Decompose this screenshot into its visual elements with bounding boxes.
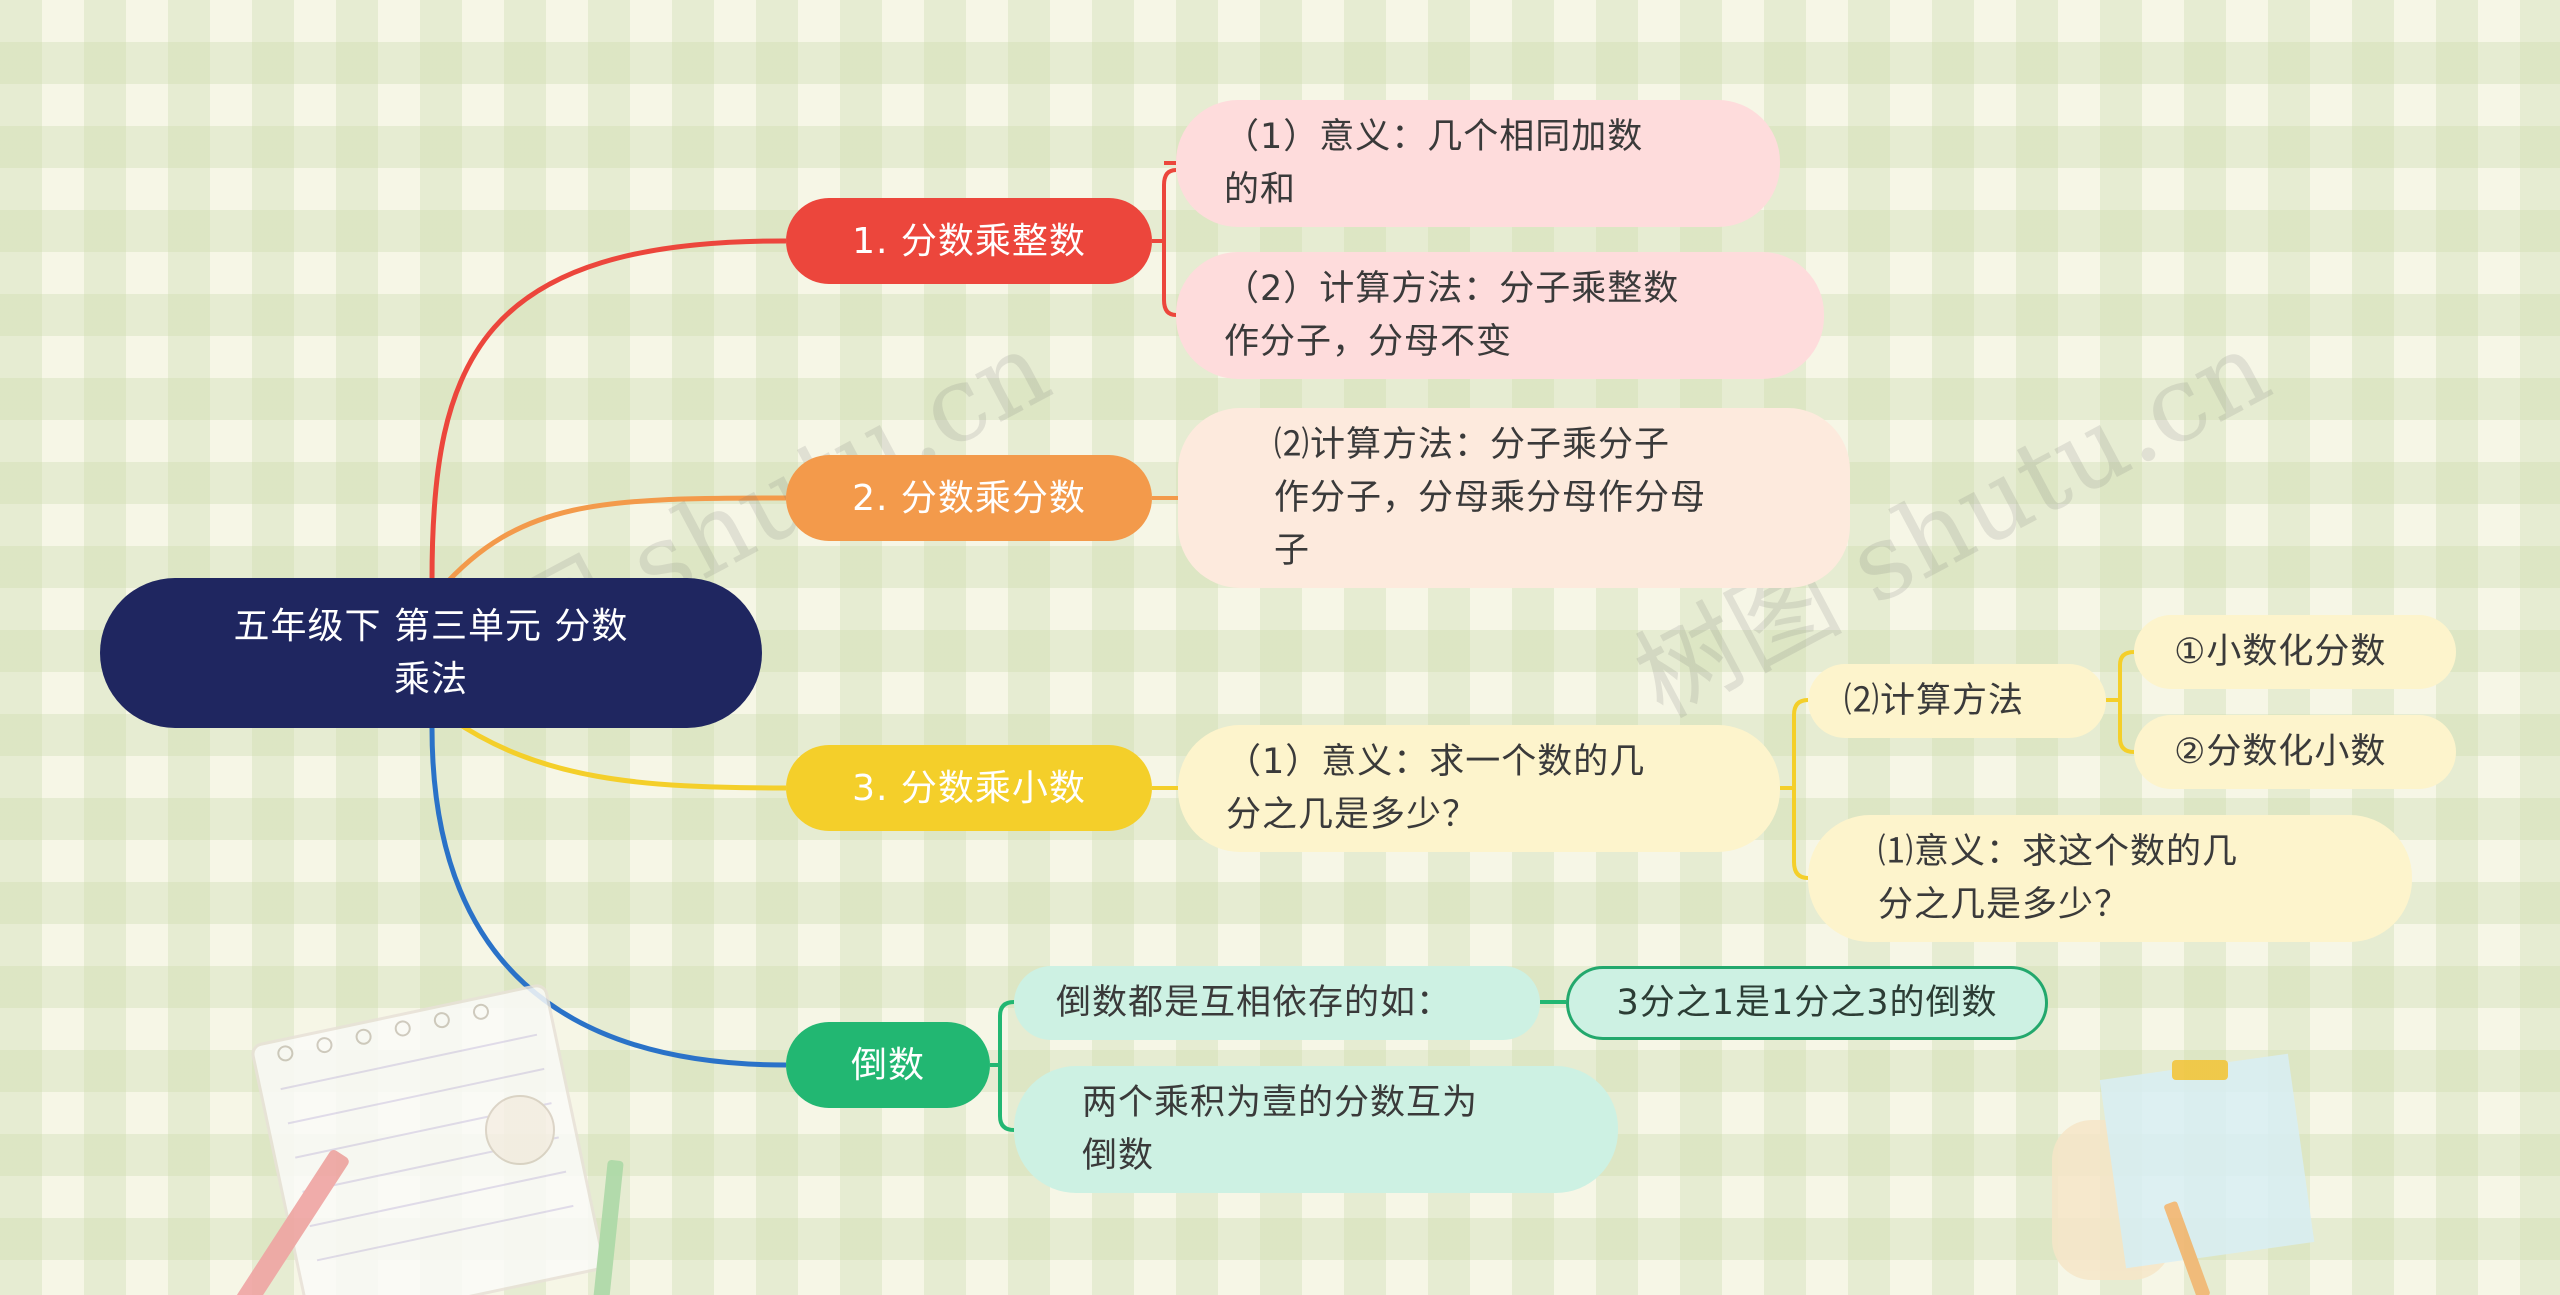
connector-root-branch3: [448, 715, 787, 791]
node-line: 的和: [1224, 169, 1297, 210]
node-line: （1）意义：几个相同加数: [1224, 116, 1644, 157]
connector-b3-bracket: [1780, 698, 1809, 880]
branch-label: 2. 分数乘分数: [852, 477, 1086, 519]
node-integer-method[interactable]: （2）计算方法：分子乘整数 作分子，分母不变: [1176, 252, 1824, 379]
node-line: 作分子，分母不变: [1224, 321, 1513, 362]
node-line: ⑵计算方法：分子乘分子: [1274, 424, 1671, 465]
node-line: 两个乘积为壹的分数互为: [1082, 1082, 1479, 1123]
node-reciprocal-definition[interactable]: 两个乘积为壹的分数互为 倒数: [1014, 1066, 1618, 1193]
connector-b4-bracket: [990, 1000, 1015, 1132]
node-line: （1）意义：求一个数的几: [1226, 741, 1646, 782]
root-topic-line2: 乘法: [393, 659, 468, 700]
branch-label: 倒数: [850, 1044, 925, 1086]
node-line: ⑴意义：求这个数的几: [1878, 831, 2239, 872]
node-line: ⑵计算方法: [1844, 680, 2025, 721]
connector-root-branch4: [429, 727, 787, 1068]
branch-fraction-times-fraction[interactable]: 2. 分数乘分数: [786, 455, 1152, 541]
node-decimal-meaning[interactable]: （1）意义：求一个数的几 分之几是多少？: [1178, 725, 1780, 852]
sticky-note-illustration: [2052, 1053, 2315, 1295]
node-line: ①小数化分数: [2174, 631, 2387, 672]
node-line: 子: [1274, 530, 1311, 571]
node-line: 作分子，分母乘分母作分母: [1274, 477, 1707, 518]
node-line: ②分数化小数: [2174, 731, 2387, 772]
root-topic-line1: 五年级下 第三单元 分数: [233, 606, 629, 647]
node-line: 3分之1是1分之3的倒数: [1616, 982, 1998, 1023]
notepad-illustration: [225, 984, 624, 1295]
node-reciprocal-dependent[interactable]: 倒数都是互相依存的如：: [1014, 966, 1540, 1040]
connector-b1-bracket: [1152, 161, 1177, 317]
node-decimal-meaning-2[interactable]: ⑴意义：求这个数的几 分之几是多少？: [1808, 815, 2412, 942]
node-line: 分之几是多少？: [1226, 794, 1479, 835]
node-line: 倒数都是互相依存的如：: [1056, 982, 1453, 1023]
node-integer-meaning[interactable]: （1）意义：几个相同加数 的和: [1176, 100, 1780, 227]
node-reciprocal-example[interactable]: 3分之1是1分之3的倒数: [1566, 966, 2048, 1040]
node-decimal-to-fraction[interactable]: ①小数化分数: [2134, 615, 2456, 689]
node-fraction-method[interactable]: ⑵计算方法：分子乘分子 作分子，分母乘分母作分母 子: [1178, 408, 1850, 588]
branch-reciprocal[interactable]: 倒数: [786, 1022, 990, 1108]
node-fraction-to-decimal[interactable]: ②分数化小数: [2134, 715, 2456, 789]
connector-root-branch2: [438, 495, 787, 592]
node-line: 分之几是多少？: [1878, 884, 2131, 925]
node-decimal-calc-method[interactable]: ⑵计算方法: [1808, 664, 2106, 738]
branch-label: 3. 分数乘小数: [852, 767, 1086, 809]
node-line: 倒数: [1082, 1135, 1155, 1176]
branch-label: 1. 分数乘整数: [852, 220, 1086, 262]
connector-b3-calc-bracket: [2106, 650, 2135, 754]
node-line: （2）计算方法：分子乘整数: [1224, 268, 1680, 309]
branch-fraction-times-integer[interactable]: 1. 分数乘整数: [786, 198, 1152, 284]
branch-fraction-times-decimal[interactable]: 3. 分数乘小数: [786, 745, 1152, 831]
root-topic[interactable]: 五年级下 第三单元 分数 乘法: [100, 578, 762, 728]
connector-root-branch1: [429, 238, 787, 581]
